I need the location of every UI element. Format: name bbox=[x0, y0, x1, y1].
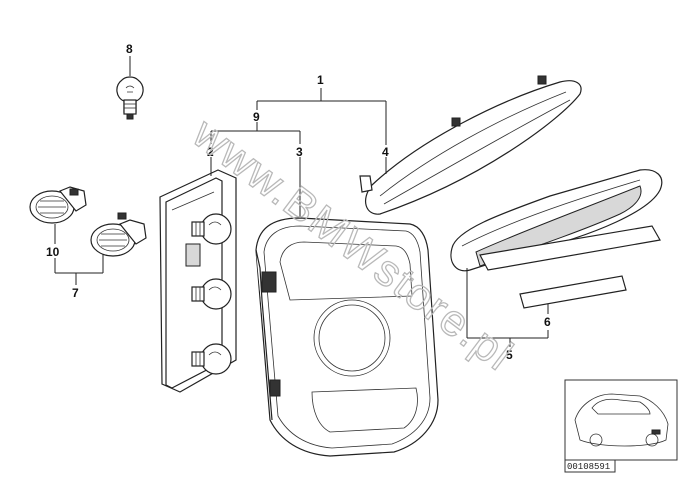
callout-5: 5 bbox=[506, 348, 513, 362]
thumbnail-code: 00108591 bbox=[567, 462, 610, 472]
callout-1: 1 bbox=[317, 73, 324, 87]
callout-4: 4 bbox=[382, 145, 389, 159]
gasket-strips-part-6[interactable] bbox=[479, 225, 661, 309]
carrier-bulb-bottom bbox=[191, 343, 232, 375]
carrier-bulb-middle bbox=[191, 278, 232, 310]
side-indicator-part-10[interactable] bbox=[29, 186, 87, 224]
vehicle-thumbnail: 00108591 bbox=[564, 379, 678, 473]
third-brake-light-part-4[interactable] bbox=[359, 75, 582, 215]
bulb-carrier-part-2[interactable] bbox=[159, 169, 237, 393]
callout-10: 10 bbox=[46, 245, 60, 259]
callout-3: 3 bbox=[296, 145, 303, 159]
callout-6: 6 bbox=[544, 315, 551, 329]
callout-2: 2 bbox=[207, 145, 214, 159]
bulb-part-8[interactable] bbox=[116, 76, 144, 120]
carrier-bulb-top bbox=[191, 213, 232, 245]
callout-8: 8 bbox=[126, 42, 133, 56]
rear-light-part-3[interactable] bbox=[255, 217, 439, 457]
callout-9: 9 bbox=[253, 110, 260, 124]
callout-7: 7 bbox=[72, 286, 79, 300]
side-indicator-part-7b[interactable] bbox=[90, 212, 147, 257]
leader-lines bbox=[54, 56, 549, 347]
